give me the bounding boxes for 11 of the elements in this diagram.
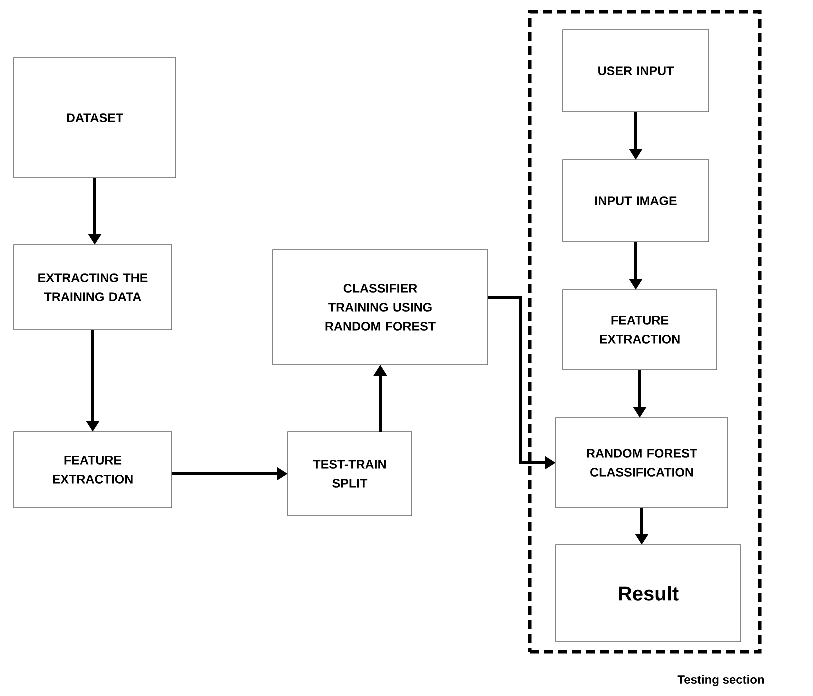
process-box: USER INPUT	[562, 30, 710, 112]
process-box: TEST-TRAIN SPLIT	[288, 432, 412, 516]
process-box: FEATURE EXTRACTION	[14, 432, 172, 508]
process-box: Result	[556, 544, 742, 642]
process-box: EXTRACTING THE TRAINING DATA	[14, 244, 172, 330]
process-box: INPUT IMAGE	[562, 160, 710, 242]
process-box: DATASET	[14, 58, 176, 178]
process-box: RANDOM FOREST CLASSIFICATION	[556, 418, 728, 508]
process-box: FEATURE EXTRACTION	[562, 290, 718, 370]
process-box: CLASSIFIER TRAINING USING RANDOM FOREST	[272, 250, 488, 366]
section-label: Testing section	[678, 675, 764, 686]
